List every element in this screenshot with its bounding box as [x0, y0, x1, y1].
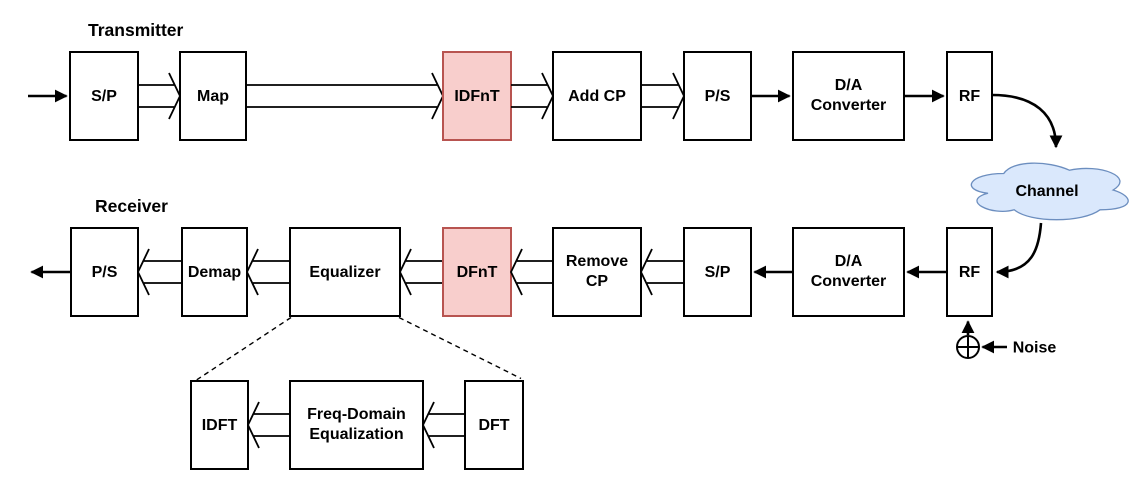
block-rx-rf-rect	[946, 227, 993, 317]
block-rx-ps-rect	[70, 227, 139, 317]
block-rx-rf: RF	[946, 227, 993, 317]
block-rx-demap: Demap	[181, 227, 248, 317]
block-eq-dft-label: DFT	[478, 417, 509, 434]
block-rx-remove-cp-rect	[552, 227, 642, 317]
open-arrow-idfnt-to-addcp	[511, 72, 554, 120]
block-rx-sp: S/P	[683, 227, 752, 317]
block-tx-rf-rect	[946, 51, 993, 141]
arrow-channel-to-rf	[995, 222, 1043, 279]
block-tx-idfnt: IDFnT	[442, 51, 512, 141]
expansion-dashed-line-left	[196, 316, 292, 381]
block-tx-da-converter-rect	[792, 51, 905, 141]
block-rx-da-converter-rect	[792, 227, 905, 317]
channel-cloud-shape	[970, 162, 1129, 221]
block-tx-add-cp-rect	[552, 51, 642, 141]
block-rx-sp-label: S/P	[705, 264, 731, 281]
block-eq-fde-rect	[289, 380, 424, 470]
block-tx-sp-rect	[69, 51, 139, 141]
block-rx-dfnt-label: DFnT	[457, 264, 498, 281]
block-tx-map-label: Map	[197, 88, 229, 105]
block-eq-idft: IDFT	[190, 380, 249, 470]
block-tx-sp-label: S/P	[91, 88, 117, 105]
block-rx-equalizer-rect	[289, 227, 401, 317]
open-arrow-sp-to-removecp	[640, 248, 684, 296]
open-arrow-addcp-to-ps	[641, 72, 685, 120]
block-tx-add-cp-label: Add CP	[568, 88, 626, 105]
block-tx-sp: S/P	[69, 51, 139, 141]
block-rx-rf-label: RF	[959, 264, 981, 281]
block-tx-rf: RF	[946, 51, 993, 141]
channel-section: Channel	[970, 93, 1129, 279]
expansion-dashed-line-right	[398, 316, 522, 380]
block-tx-idfnt-rect	[442, 51, 512, 141]
block-rx-dfnt-rect	[442, 227, 512, 317]
receiver-title: Receiver	[95, 196, 168, 216]
channel-cloud	[970, 162, 1129, 221]
channel-label: Channel	[1015, 183, 1078, 200]
block-eq-idft-rect	[190, 380, 249, 470]
block-eq-dft-rect	[464, 380, 524, 470]
noise-label: Noise	[1013, 340, 1057, 357]
block-tx-ps: P/S	[683, 51, 752, 141]
block-eq-dft: DFT	[464, 380, 524, 470]
block-rx-demap-rect	[181, 227, 248, 317]
transmitter-section: Transmitter S/P Map IDFnT Add CP	[28, 20, 993, 141]
block-tx-idfnt-label: IDFnT	[454, 88, 500, 105]
open-arrow-dfnt-to-equalizer	[399, 248, 443, 296]
block-tx-ps-label: P/S	[705, 88, 731, 105]
open-arrow-map-to-idfnt	[246, 72, 444, 120]
block-rx-dfnt: DFnT	[442, 227, 512, 317]
block-rx-sp-rect	[683, 227, 752, 317]
block-rx-ps: P/S	[70, 227, 139, 317]
block-eq-idft-label: IDFT	[202, 417, 238, 434]
block-tx-add-cp: Add CP	[552, 51, 642, 141]
block-tx-map-rect	[179, 51, 247, 141]
open-arrow-fde-to-idft	[247, 401, 290, 449]
open-arrow-demap-to-ps	[137, 248, 182, 296]
arrow-rf-to-channel	[991, 93, 1063, 149]
block-rx-demap-label: Demap	[188, 264, 242, 281]
block-tx-map: Map	[179, 51, 247, 141]
transmitter-title: Transmitter	[88, 20, 183, 40]
block-rx-ps-label: P/S	[92, 264, 118, 281]
block-tx-rf-label: RF	[959, 88, 981, 105]
circle-plus-cross	[957, 336, 979, 358]
block-rx-equalizer-label: Equalizer	[309, 264, 380, 281]
open-arrow-dft-to-fde	[422, 401, 465, 449]
block-rx-equalizer: Equalizer	[289, 227, 401, 317]
open-arrow-sp-to-map	[138, 72, 181, 120]
receiver-section: Receiver P/S Demap Equalizer DFnT	[30, 196, 1057, 359]
open-arrow-equalizer-to-demap	[246, 248, 290, 296]
open-arrow-removecp-to-dfnt	[510, 248, 553, 296]
noise-adder: Noise	[956, 320, 1057, 359]
